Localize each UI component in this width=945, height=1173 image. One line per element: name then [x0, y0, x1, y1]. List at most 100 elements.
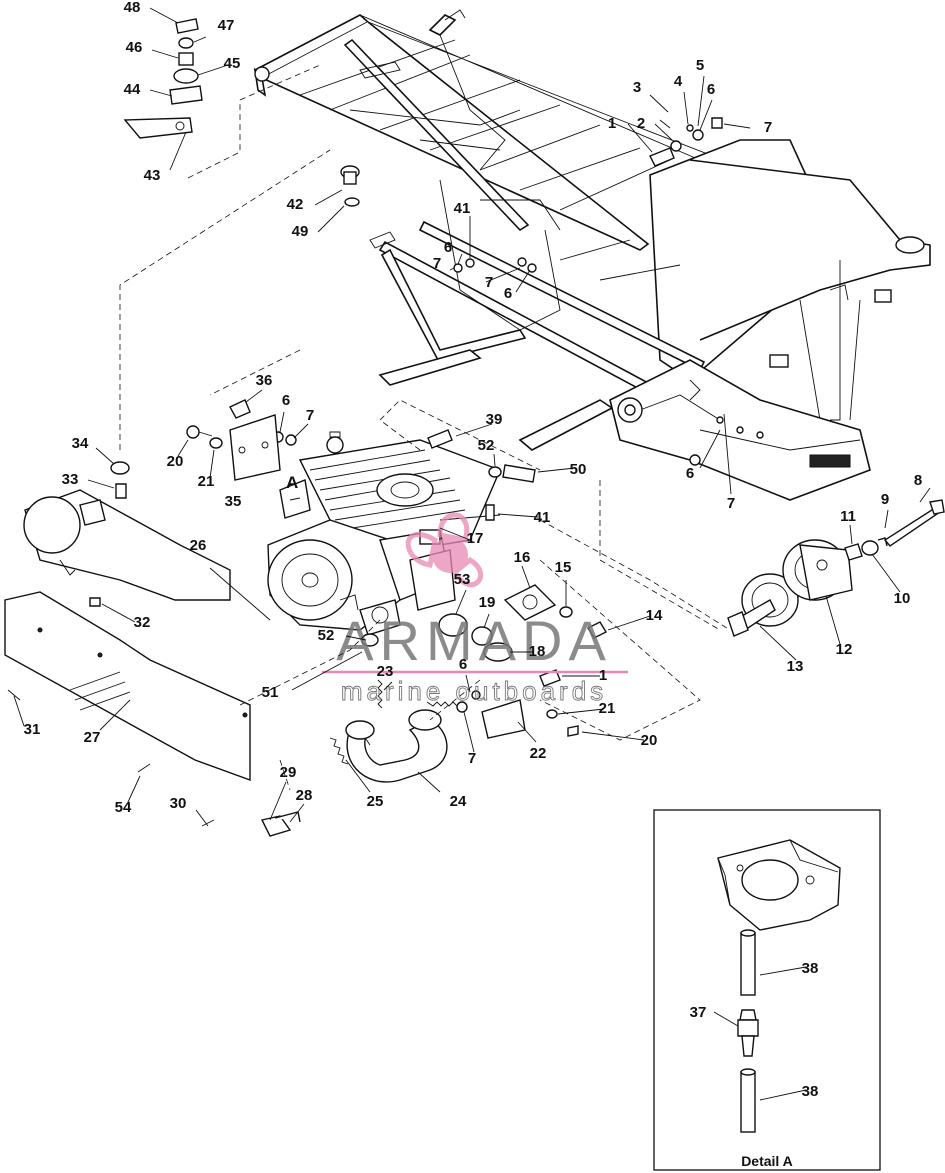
leader-line [127, 775, 141, 803]
mount-stack [123, 18, 203, 139]
part-number-label: 2 [637, 115, 645, 132]
part-number-label: 28 [296, 787, 313, 804]
assembly-dashed-line [379, 399, 541, 471]
part-number-label: 44 [124, 81, 141, 98]
leader-line [149, 7, 179, 24]
leader-line [269, 781, 287, 821]
leader-line [455, 423, 493, 437]
part-number-label: 6 [504, 285, 512, 302]
leader-line [515, 269, 531, 293]
part-number-label: 7 [306, 407, 314, 424]
part-number-label: 25 [367, 793, 384, 810]
part-number-label: 18 [529, 643, 546, 660]
watermark: ARMADA marine outboards [322, 512, 628, 706]
assembly-dashed-line [187, 64, 321, 179]
leader-line [699, 99, 713, 131]
part-number-label: 39 [486, 411, 503, 428]
callout-a: A [286, 473, 298, 492]
part-number-label: 6 [707, 81, 715, 98]
part-number-label: 11 [840, 508, 856, 525]
leader-line [279, 411, 285, 433]
part-number-label: 10 [894, 590, 911, 607]
part-number-label: 35 [225, 493, 242, 510]
leader-line [87, 479, 115, 489]
part-number-label: 7 [433, 255, 441, 272]
part-number-label: 48 [124, 0, 141, 16]
leader-line [884, 509, 889, 529]
leader-line [345, 635, 367, 641]
leader-line [345, 759, 371, 793]
watermark-subtitle: marine outboards [341, 676, 607, 706]
leader-line [151, 49, 179, 59]
part-number-label: 45 [224, 55, 241, 72]
part-number-label: 12 [836, 641, 853, 658]
part-number-label: 49 [292, 223, 309, 240]
leader-line [101, 603, 136, 623]
part-number-label: 53 [454, 571, 471, 588]
part-number-label: 27 [84, 729, 101, 746]
part-number-label: 9 [881, 491, 889, 508]
leader-line [493, 453, 496, 467]
leader-line [699, 429, 721, 469]
part-number-label: 24 [450, 793, 467, 810]
part-number-label: 16 [514, 549, 531, 566]
part-number-label: 17 [467, 530, 484, 547]
leader-line [195, 809, 209, 827]
part-number-label: 20 [641, 732, 658, 749]
part-number-label: 13 [787, 658, 804, 675]
leader-line [439, 527, 471, 541]
part-number-label: 21 [599, 700, 616, 717]
leader-line [193, 36, 207, 43]
part-number-label: 7 [485, 274, 493, 291]
part-number-label: 38 [802, 1083, 819, 1100]
part-number-label: 34 [72, 435, 89, 452]
assembly-dashed-line [279, 759, 291, 791]
part-number-label: 6 [444, 239, 452, 256]
watermark-title: ARMADA [336, 609, 612, 672]
leader-line [245, 389, 263, 403]
assembly-dashed-line [209, 349, 301, 396]
leader-line [649, 94, 669, 113]
part-number-label: 22 [530, 745, 547, 762]
part-number-label: 1 [599, 667, 607, 684]
part-number-label: 51 [262, 684, 279, 701]
leader-line [581, 731, 645, 741]
leader-line [537, 467, 576, 473]
leader-line [483, 613, 490, 629]
part-number-label: 6 [686, 465, 694, 482]
part-number-label: 6 [459, 656, 467, 673]
leader-line [457, 253, 463, 265]
pink-propeller-logo [405, 512, 484, 588]
leader-line [723, 123, 751, 129]
leader-line [723, 413, 732, 495]
leader-line [485, 267, 521, 283]
leader-line [557, 708, 605, 715]
leader-line [683, 91, 689, 125]
leader-line [465, 674, 471, 693]
assembly-dashed-line [599, 480, 721, 631]
part-number-label: 42 [287, 196, 304, 213]
part-number-label: 52 [478, 437, 495, 454]
part-number-label: 47 [218, 17, 235, 34]
leader-line [759, 1089, 807, 1101]
part-number-label: 30 [170, 795, 187, 812]
leader-line [654, 123, 673, 141]
leader-line [383, 681, 393, 691]
part-number-label: 52 [318, 627, 335, 644]
assembly-dashed-line [119, 149, 331, 450]
part-number-label: 23 [377, 663, 394, 680]
chassis-frame [253, 9, 931, 501]
part-number-label: 32 [134, 614, 151, 631]
muffler-assembly [4, 489, 448, 783]
leader-line [95, 447, 115, 465]
leader-line [317, 205, 345, 233]
part-number-label: 7 [764, 119, 772, 136]
leader-line [209, 449, 215, 479]
leader-line [871, 553, 901, 593]
hardware [7, 117, 723, 837]
part-number-label: 7 [468, 750, 476, 767]
leader-line [825, 595, 841, 645]
assembly-dashed-line [429, 679, 481, 721]
